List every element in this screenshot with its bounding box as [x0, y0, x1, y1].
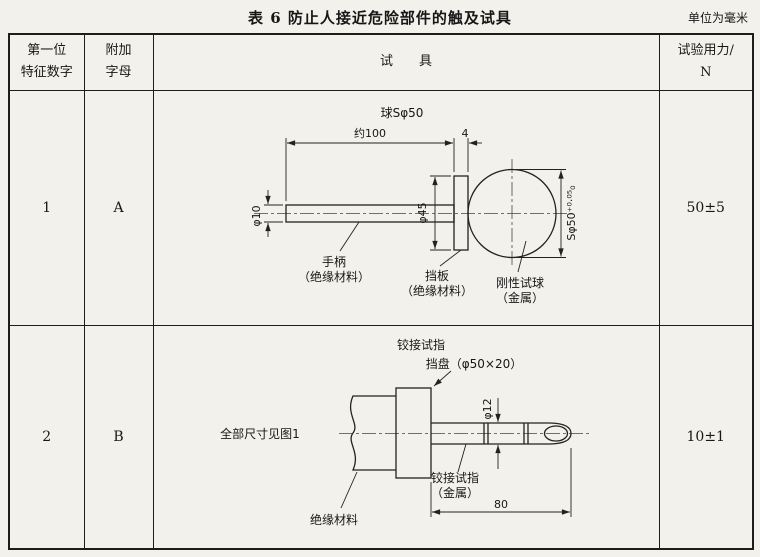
- jointed-finger: [430, 421, 572, 445]
- table-row-jointed-finger: 2 B: [8, 324, 754, 550]
- table-title: 表 6 防止人接近危险部件的触及试具: [248, 9, 512, 27]
- dim-thickness-label: 4: [461, 127, 468, 140]
- finger-outline: [349, 386, 572, 479]
- dim-finger-dia-label: φ12: [481, 398, 494, 419]
- header-test-probe: 试 具: [152, 33, 660, 91]
- sphere-label: 刚性试球: [495, 275, 543, 290]
- drawing-cell-jointed-finger: 铰接试指 挡盘（φ50×20） 全部尺寸见图1 绝缘材料 铰接试指 （金属） φ…: [152, 324, 660, 550]
- ball-dim-label: 球Sφ50: [380, 106, 423, 120]
- dim-sphere-dia-label: Sφ50⁺⁰·⁰⁵₀: [565, 184, 578, 240]
- handle-label: 手柄: [321, 255, 345, 269]
- stop-plate-label: 挡盘（φ50×20）: [425, 356, 522, 371]
- dim-length-label: 约100: [354, 127, 386, 140]
- insulating-handle: [349, 394, 396, 471]
- first-digit-cell-1: 1: [8, 89, 85, 326]
- table-row-sphere-probe: 1 A: [8, 89, 754, 326]
- part-labels: 手柄 （绝缘材料） 挡板 （绝缘材料） 刚性试球 （金属）: [297, 255, 543, 305]
- leader-lines: [340, 443, 466, 508]
- finger-metal-label-2: （金属）: [430, 485, 478, 500]
- finger-tip-detail: [543, 424, 568, 442]
- header-test-force-line1: 试验用力/: [677, 43, 734, 59]
- test-force-cell-2: 10±1: [658, 324, 754, 550]
- test-force-cell-1: 50±5: [658, 89, 754, 326]
- header-first-digit-line1: 第一位: [27, 43, 67, 59]
- dim-80-label: 80: [494, 498, 508, 511]
- finger-title-label: 铰接试指: [396, 337, 444, 352]
- header-first-digit: 第一位 特征数字: [8, 33, 85, 91]
- finger-metal-label-1: 铰接试指: [430, 470, 478, 485]
- dimension-labels: 球Sφ50 约100 4 φ10 φ45 Sφ50⁺⁰·⁰⁵₀: [250, 106, 578, 241]
- first-digit-cell-2: 2: [8, 324, 85, 550]
- header-test-probe-label: 试 具: [379, 54, 432, 70]
- header-additional-letter: 附加 字母: [83, 33, 154, 91]
- baffle-label: 挡板: [424, 269, 448, 283]
- stop-plate: [394, 386, 432, 479]
- header-test-force: 试验用力/ N: [658, 33, 754, 91]
- dimension-lines: [430, 370, 571, 517]
- see-figure-note: 全部尺寸见图1: [220, 426, 300, 441]
- header-row: 第一位 特征数字 附加 字母 试 具 试验用力/ N: [8, 33, 754, 91]
- header-test-force-line2: N: [700, 65, 712, 81]
- part-labels: 铰接试指 挡盘（φ50×20） 全部尺寸见图1 绝缘材料 铰接试指 （金属）: [220, 337, 522, 527]
- dimension-labels: φ12 80: [481, 398, 508, 511]
- unit-note: 单位为毫米: [687, 11, 748, 25]
- insulation-label: 绝缘材料: [309, 512, 357, 527]
- drawing-cell-sphere-probe: 球Sφ50 约100 4 φ10 φ45 Sφ50⁺⁰·⁰⁵₀ 手柄 （绝缘材料…: [152, 89, 660, 326]
- leader-lines: [339, 221, 526, 272]
- sphere-material-label: （金属）: [495, 290, 543, 305]
- additional-letter-cell-1: A: [83, 89, 154, 326]
- centerlines: [253, 158, 572, 268]
- dimension-lines: [263, 137, 566, 258]
- sphere-probe-drawing: 球Sφ50 约100 4 φ10 φ45 Sφ50⁺⁰·⁰⁵₀ 手柄 （绝缘材料…: [250, 106, 578, 305]
- baffle-material-label: （绝缘材料）: [400, 283, 472, 298]
- test-sphere: [466, 168, 557, 258]
- handle-material-label: （绝缘材料）: [297, 269, 369, 284]
- baffle-plate: [452, 174, 469, 251]
- jointed-finger-drawing: 铰接试指 挡盘（φ50×20） 全部尺寸见图1 绝缘材料 铰接试指 （金属） φ…: [220, 337, 591, 527]
- header-additional-letter-line2: 字母: [105, 65, 132, 81]
- additional-letter-cell-2: B: [83, 324, 154, 550]
- dim-handle-dia-label: φ10: [250, 205, 263, 226]
- dim-baffle-dia-label: φ45: [416, 202, 429, 223]
- header-additional-letter-line1: 附加: [105, 43, 132, 59]
- header-first-digit-line2: 特征数字: [20, 65, 73, 81]
- title-row: 表 6 防止人接近危险部件的触及试具 单位为毫米: [0, 7, 760, 29]
- probe-table: 第一位 特征数字 附加 字母 试 具 试验用力/ N 1 A: [8, 33, 754, 550]
